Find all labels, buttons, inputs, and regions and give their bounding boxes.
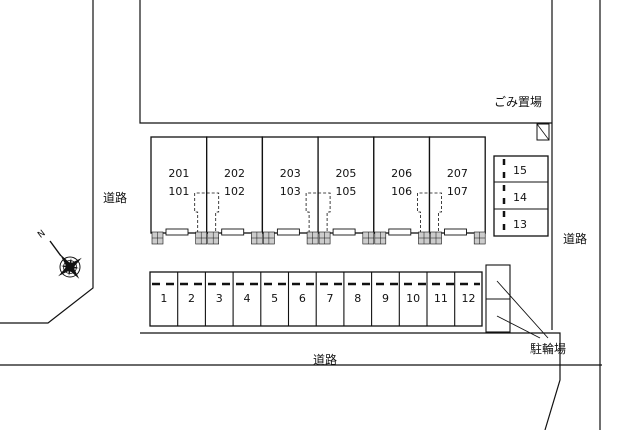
building-unit bbox=[317, 136, 375, 234]
parking-space-6: 6 bbox=[299, 292, 306, 305]
parking-space-4: 4 bbox=[243, 292, 250, 305]
stair-outline bbox=[194, 192, 220, 233]
building-unit bbox=[206, 136, 264, 234]
unit-number-lower: 105 bbox=[335, 185, 356, 198]
parking-space-8: 8 bbox=[354, 292, 361, 305]
parking-space-13: 13 bbox=[513, 218, 527, 231]
north-label: N bbox=[36, 229, 47, 241]
parking-space-15: 15 bbox=[513, 164, 527, 177]
unit-number-upper: 201 bbox=[168, 167, 189, 180]
road-label-left: 道路 bbox=[103, 190, 127, 205]
unit-number-upper: 207 bbox=[447, 167, 468, 180]
parking-space-2: 2 bbox=[188, 292, 195, 305]
unit-entrance bbox=[165, 228, 189, 236]
site-lower-boundary bbox=[140, 332, 561, 430]
stair-outline bbox=[417, 192, 442, 233]
stair-outline bbox=[305, 192, 331, 233]
parking-space-10: 10 bbox=[406, 292, 420, 305]
road-label-right: 道路 bbox=[563, 231, 587, 246]
north-compass-icon bbox=[49, 240, 82, 279]
road-label-bottom: 道路 bbox=[313, 352, 337, 367]
parking-right: 15 14 13 bbox=[493, 155, 549, 237]
garbage-area-leader bbox=[536, 123, 550, 141]
road-lines bbox=[0, 0, 602, 430]
bicycle-parking-leader bbox=[496, 315, 541, 339]
unit-entrance bbox=[221, 228, 245, 236]
unit-entrance bbox=[276, 228, 300, 236]
parking-space-12: 12 bbox=[462, 292, 476, 305]
unit-entrance bbox=[388, 228, 412, 236]
unit-number-lower: 101 bbox=[168, 185, 189, 198]
bicycle-parking-leader bbox=[496, 280, 549, 339]
building: 201 101 202 102 203 103 205 105 206 106 207 107 bbox=[150, 136, 486, 245]
parking-right-outline bbox=[493, 155, 549, 237]
parking-space-9: 9 bbox=[382, 292, 389, 305]
left-road-edge bbox=[0, 0, 94, 324]
unit-entrance bbox=[332, 228, 356, 236]
building-units: 201 101 202 102 203 103 205 105 206 106 207 107 bbox=[150, 136, 486, 236]
unit-number-upper: 202 bbox=[224, 167, 245, 180]
bicycle-parking-label: 駐輪場 bbox=[530, 341, 566, 356]
parking-bottom-dividers bbox=[177, 272, 456, 326]
building-unit bbox=[428, 136, 486, 234]
parking-space-3: 3 bbox=[216, 292, 223, 305]
bicycle-parking: 駐輪場 bbox=[485, 264, 566, 356]
unit-entrance bbox=[444, 228, 467, 236]
unit-number-lower: 106 bbox=[391, 185, 412, 198]
unit-number-lower: 103 bbox=[280, 185, 301, 198]
parking-space-5: 5 bbox=[271, 292, 278, 305]
parking-space-14: 14 bbox=[513, 191, 527, 204]
unit-number-upper: 203 bbox=[280, 167, 301, 180]
unit-number-upper: 206 bbox=[391, 167, 412, 180]
unit-number-lower: 102 bbox=[224, 185, 245, 198]
unit-number-lower: 107 bbox=[447, 185, 468, 198]
parking-space-11: 11 bbox=[434, 292, 448, 305]
parking-space-1: 1 bbox=[160, 292, 167, 305]
site-top-boundary bbox=[139, 0, 552, 124]
building-balconies bbox=[151, 231, 486, 245]
garbage-area-label: ごみ置場 bbox=[494, 94, 542, 109]
parking-space-7: 7 bbox=[327, 292, 334, 305]
unit-number-upper: 205 bbox=[335, 167, 356, 180]
